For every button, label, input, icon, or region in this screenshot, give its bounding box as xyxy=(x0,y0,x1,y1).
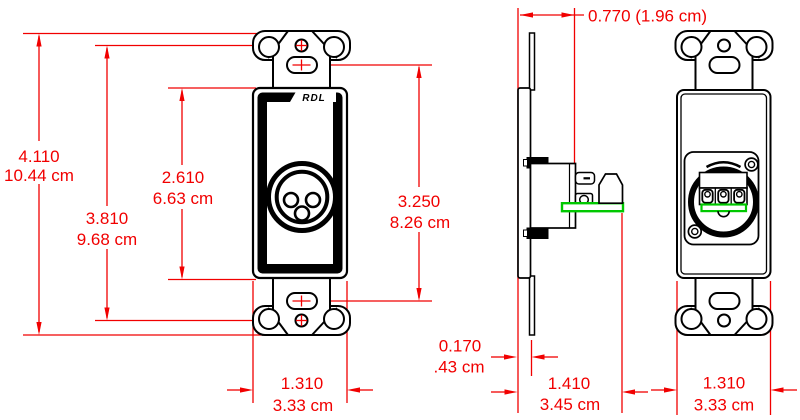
clip-tab-bottom xyxy=(523,229,528,237)
connector-clip-bottom xyxy=(526,227,549,239)
terminal-screw-1 xyxy=(701,188,714,204)
rear-plate-inner-border xyxy=(680,93,768,275)
terminal-screw-3 xyxy=(733,188,746,204)
connector-housing-side xyxy=(529,162,577,229)
terminal-screw-2 xyxy=(717,188,730,204)
slot-spacing-inches-label: 3.250 xyxy=(398,192,441,211)
dim-slot-spacing: 3.250 8.26 cm xyxy=(310,64,450,302)
mounting-strap-bottom xyxy=(528,275,536,336)
rear-view xyxy=(674,30,774,336)
mounting-ear-bottom-rear xyxy=(674,276,774,336)
mount-spacing-inches-label: 3.810 xyxy=(86,209,129,228)
mounting-hole-center-marks xyxy=(292,40,311,326)
total-depth-inches-label: 1.410 xyxy=(548,374,591,393)
overall-height-cm-label: 10.44 cm xyxy=(4,166,74,185)
front-view: RDL xyxy=(251,30,351,336)
front-width-cm-label: 3.33 cm xyxy=(273,396,333,415)
logo-patch xyxy=(290,92,336,102)
bezel-screw-bottom-left xyxy=(687,224,703,239)
rear-width-inches-label: 1.310 xyxy=(703,374,746,393)
side-view xyxy=(517,32,625,336)
dim-plate-offset: 0.170 .43 cm xyxy=(433,337,558,377)
pcb-edge-rear xyxy=(700,203,748,213)
mounting-strap-top xyxy=(528,32,536,91)
front-width-inches-label: 1.310 xyxy=(281,374,324,393)
face-height-inches-label: 2.610 xyxy=(162,168,205,187)
dim-face-height: 2.610 6.63 cm xyxy=(153,87,256,281)
xlr-pin-hole-3 xyxy=(293,205,311,222)
plate-profile xyxy=(517,87,532,279)
rear-width-cm-label: 3.33 cm xyxy=(694,396,754,415)
dim-overall-height: 4.110 10.44 cm xyxy=(4,32,290,336)
rdl-logo-label: RDL xyxy=(302,93,326,104)
xlr-female-connector xyxy=(266,161,338,233)
slot-spacing-cm-label: 8.26 cm xyxy=(390,213,450,232)
xlr-pin-hole-1 xyxy=(282,191,300,209)
clip-tab-top xyxy=(523,159,528,167)
plate-offset-cm-label: .43 cm xyxy=(433,358,484,377)
connector-latch-tab xyxy=(705,161,742,169)
dim-front-width: 1.310 3.33 cm xyxy=(227,281,373,415)
terminal-block-rear xyxy=(698,171,748,206)
dim-total-depth: 1.410 3.45 cm xyxy=(491,213,648,414)
xlr-pin-hole-2 xyxy=(304,191,322,209)
face-height-cm-label: 6.63 cm xyxy=(153,189,213,208)
pcb-edge-side xyxy=(560,201,625,213)
terminal-screw-side xyxy=(598,173,624,205)
rear-depth-label: 0.770 (1.96 cm) xyxy=(588,7,707,26)
plate-offset-inches-label: 0.170 xyxy=(439,337,482,356)
mounting-ear-top-rear xyxy=(674,30,774,90)
total-depth-cm-label: 3.45 cm xyxy=(540,395,600,414)
cable-notch xyxy=(717,210,730,218)
mount-spacing-cm-label: 9.68 cm xyxy=(77,230,137,249)
overall-height-inches-label: 4.110 xyxy=(18,147,59,166)
dim-rear-width: 1.310 3.33 cm xyxy=(651,281,797,415)
bezel-screw-top-right xyxy=(744,157,759,172)
